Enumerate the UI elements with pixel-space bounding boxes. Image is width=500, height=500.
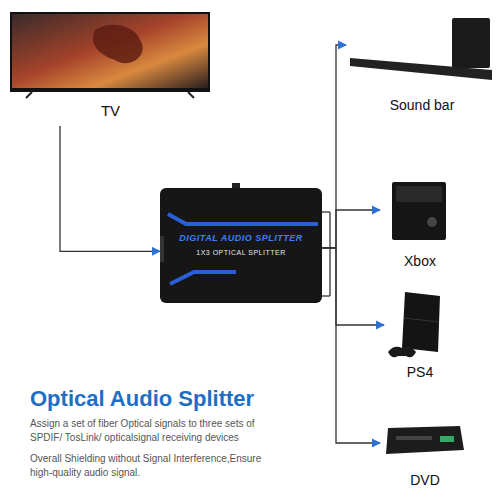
- blue-stripe: [170, 272, 236, 284]
- node-label: Xbox: [404, 253, 436, 270]
- ps4-groove: [404, 318, 439, 322]
- connector-line: [60, 126, 160, 251]
- dvd-display: [440, 436, 454, 442]
- soundbar-illustration: [350, 18, 492, 80]
- node-label: DIGITAL AUDIO SPLITTER: [179, 233, 302, 244]
- splitter-node: DIGITAL AUDIO SPLITTER 1X3 OPTICAL SPLITT…: [160, 188, 322, 303]
- xbox-panel: [396, 186, 442, 202]
- connector-line: [322, 248, 380, 443]
- xbox-logo: [427, 217, 437, 227]
- port-bracket: [329, 212, 330, 296]
- splitter-body: [160, 188, 322, 303]
- tv-screen: [12, 14, 208, 88]
- node-sublabel: 1X3 OPTICAL SPLITTER: [196, 249, 286, 257]
- diagram-title: Optical Audio Splitter: [30, 386, 254, 412]
- connector-line: [322, 248, 384, 325]
- description-text: Assign a set of fiber Optical signals to…: [30, 417, 270, 444]
- ps4-node: PS4: [384, 285, 456, 387]
- blue-stripe: [168, 214, 318, 224]
- port-bracket: [322, 211, 330, 212]
- xbox-illustration: [392, 182, 446, 240]
- ps4-controller: [388, 347, 416, 358]
- splitter-illustration: [160, 183, 330, 303]
- tv-dragon: [93, 25, 143, 63]
- xbox-console: [392, 182, 446, 240]
- tv-illustration: [10, 12, 210, 98]
- soundbar-node: Sound bar: [346, 15, 498, 120]
- description-text: Overall Shielding without Signal Interfe…: [30, 452, 270, 479]
- port-bracket: [322, 295, 330, 296]
- dvd-tray: [396, 436, 432, 440]
- ps4-illustration: [388, 292, 440, 357]
- tv-node: TV: [8, 8, 213, 126]
- node-label: PS4: [407, 364, 433, 381]
- node-label: TV: [101, 102, 120, 120]
- tv-bezel: [10, 12, 210, 92]
- subwoofer: [452, 18, 490, 68]
- connector-line: [322, 45, 346, 248]
- dvd-player: [386, 426, 464, 454]
- node-label: Sound bar: [390, 97, 455, 114]
- tv-leg: [26, 92, 32, 98]
- dvd-illustration: [386, 426, 464, 454]
- xbox-node: Xbox: [380, 172, 460, 276]
- tv-leg: [188, 92, 194, 98]
- node-label: DVD: [410, 472, 440, 489]
- dvd-node: DVD: [380, 420, 470, 494]
- soundbar: [350, 58, 492, 80]
- splitter-input-port: [160, 236, 164, 262]
- ps4-console: [402, 292, 440, 352]
- connector-line: [322, 210, 380, 248]
